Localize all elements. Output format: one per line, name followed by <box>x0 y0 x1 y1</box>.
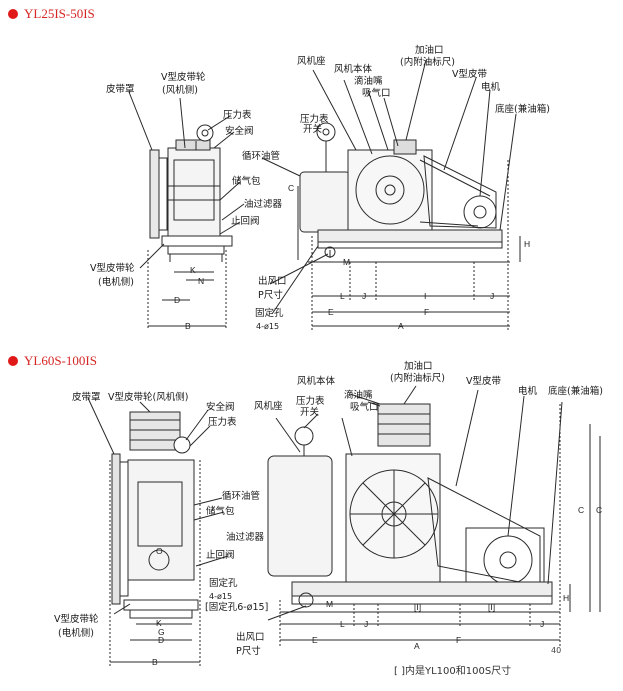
s1-outlet-sub-label: P尺寸 <box>258 290 283 301</box>
s1-gauge-switch-label: 压力表 <box>300 114 329 125</box>
s1-oil-inlet-label: 加油口 <box>415 45 444 56</box>
s2-air-tank-label: 储气包 <box>206 506 235 517</box>
s2-dim-K: K <box>156 618 162 628</box>
s2-drip-nozzle-label: 滴油嘴 <box>344 390 373 401</box>
s2-dim-J1: J <box>364 619 369 629</box>
s1-front-view <box>261 59 521 330</box>
s1-v-belt-label: V型皮带 <box>452 69 487 80</box>
s2-dim-A: A <box>414 641 420 651</box>
s1-motor-label: 电机 <box>481 82 501 93</box>
s2-check-valve-label: 止回阀 <box>206 550 235 561</box>
s1-v-pulley-motor-label: V型皮带轮 <box>90 263 135 274</box>
s1-fan-seat-label: 风机座 <box>297 56 326 67</box>
s2-dim-C2: C <box>596 505 603 515</box>
s2-dim-D: D <box>158 635 165 645</box>
s1-outlet-label: 出风口 <box>258 276 287 287</box>
s2-motor-label: 电机 <box>518 386 538 397</box>
s2-outlet-sub-label: P尺寸 <box>236 646 261 657</box>
s2-dim-E: E <box>312 635 318 645</box>
s2-suction-port-label: 吸气口 <box>350 402 379 413</box>
s2-dim-M: M <box>326 599 334 609</box>
s2-v-pulley-motor-sub-label: (电机侧) <box>58 628 94 639</box>
red-dot-icon <box>8 356 18 366</box>
s1-dim-E: E <box>328 307 334 317</box>
s1-oil-inlet-sub-label: (内附油标尺) <box>400 57 455 68</box>
s1-side-view <box>128 91 245 330</box>
s2-v-belt-label: V型皮带 <box>466 376 501 387</box>
s1-dim-F: F <box>424 307 430 317</box>
s1-v-pulley-fan-label: V型皮带轮 <box>161 72 206 83</box>
s1-v-pulley-fan-sub-label: (风机侧) <box>162 85 198 96</box>
s2-oil-filter-label: 油过滤器 <box>226 532 265 543</box>
s1-dim-C: C <box>288 183 295 193</box>
s1-suction-port-label: 吸气口 <box>362 88 391 99</box>
s2-fix-hole-label: 固定孔 <box>209 578 238 589</box>
s1-dim-M: M <box>343 257 351 267</box>
s2-dim-L: L <box>340 619 345 629</box>
s2-belt-cover-label: 皮带罩 <box>72 392 101 403</box>
s2-pressure-gauge-label: 压力表 <box>208 417 237 428</box>
s2-outlet-label: 出风口 <box>236 632 265 643</box>
s2-gauge-switch-label: 压力表 <box>296 396 325 407</box>
footnote: [ ]内是YL100和100S尺寸 <box>394 666 512 677</box>
s1-dim-A: A <box>398 321 404 331</box>
s1-fan-body-label: 风机本体 <box>334 64 373 75</box>
s2-dim-F: F <box>456 635 462 645</box>
s2-dim-I1: [I] <box>414 602 422 612</box>
section-2-title: YL60S-100IS <box>8 353 97 369</box>
s2-fix-hole-alt-label: [固定孔6-ø15] <box>205 602 269 613</box>
s1-dim-B: B <box>185 321 191 331</box>
s1-base-label: 底座(兼油箱) <box>495 104 550 115</box>
s1-dim-D: D <box>174 295 181 305</box>
s1-fix-hole-sub-label: 4-ø15 <box>256 322 280 331</box>
s2-v-pulley-motor-label: V型皮带轮 <box>54 614 99 625</box>
s1-pressure-gauge-label: 压力表 <box>223 110 252 121</box>
s2-dim-H: H <box>563 593 570 603</box>
s1-belt-cover-label: 皮带罩 <box>106 84 135 95</box>
section-1-title-text: YL25IS-50IS <box>24 6 95 21</box>
s2-oil-inlet-sub-label: (内附油标尺) <box>390 373 445 384</box>
s1-safety-valve-label: 安全阀 <box>225 126 254 137</box>
section-2-title-text: YL60S-100IS <box>24 353 97 368</box>
s1-drip-nozzle-label: 滴油嘴 <box>354 76 383 87</box>
s2-dim-J2: J <box>540 619 545 629</box>
s1-check-valve-label: 止回阀 <box>231 216 260 227</box>
s1-dim-H: H <box>524 239 531 249</box>
s2-side-view <box>87 397 229 666</box>
s1-dim-N: N <box>198 276 205 286</box>
s2-dim-C1: C <box>578 505 585 515</box>
s2-safety-valve-label: 安全阀 <box>206 402 235 413</box>
s2-fan-body-label: 风机本体 <box>297 376 336 387</box>
s2-dim-O: O <box>156 546 163 556</box>
s2-dim-I2: [I] <box>488 602 496 612</box>
s2-v-pulley-fan-label: V型皮带轮(风机侧) <box>108 392 189 403</box>
s2-base-label: 底座(兼油箱) <box>548 386 603 397</box>
s2-oil-inlet-label: 加油口 <box>404 361 433 372</box>
s1-dim-K: K <box>190 265 196 275</box>
s1-gauge-switch-sub-label: 开关 <box>303 124 323 135</box>
s2-dim-B: B <box>152 657 158 667</box>
section-1-title: YL25IS-50IS <box>8 6 95 22</box>
s2-circ-pipe-label: 循环油管 <box>222 491 261 502</box>
s1-dim-L: L <box>340 291 345 301</box>
page-number: 40 <box>551 646 562 655</box>
s1-circ-pipe-label: 循环油管 <box>242 151 281 162</box>
s1-oil-filter-label: 油过滤器 <box>244 199 283 210</box>
s1-dim-J1: J <box>362 291 367 301</box>
s2-front-view <box>267 385 601 646</box>
s1-dim-J2: J <box>490 291 495 301</box>
s2-dim-G: G <box>158 627 165 637</box>
s1-dim-I: I <box>424 291 427 301</box>
s2-fan-seat-label: 风机座 <box>254 401 283 412</box>
red-dot-icon <box>8 9 18 19</box>
s2-fix-hole-sub-label: 4-ø15 <box>209 592 233 601</box>
s1-v-pulley-motor-sub-label: (电机侧) <box>98 277 134 288</box>
s2-gauge-switch-sub-label: 开关 <box>300 407 320 418</box>
s1-fix-hole-label: 固定孔 <box>255 308 284 319</box>
s1-air-tank-label: 储气包 <box>232 176 261 187</box>
